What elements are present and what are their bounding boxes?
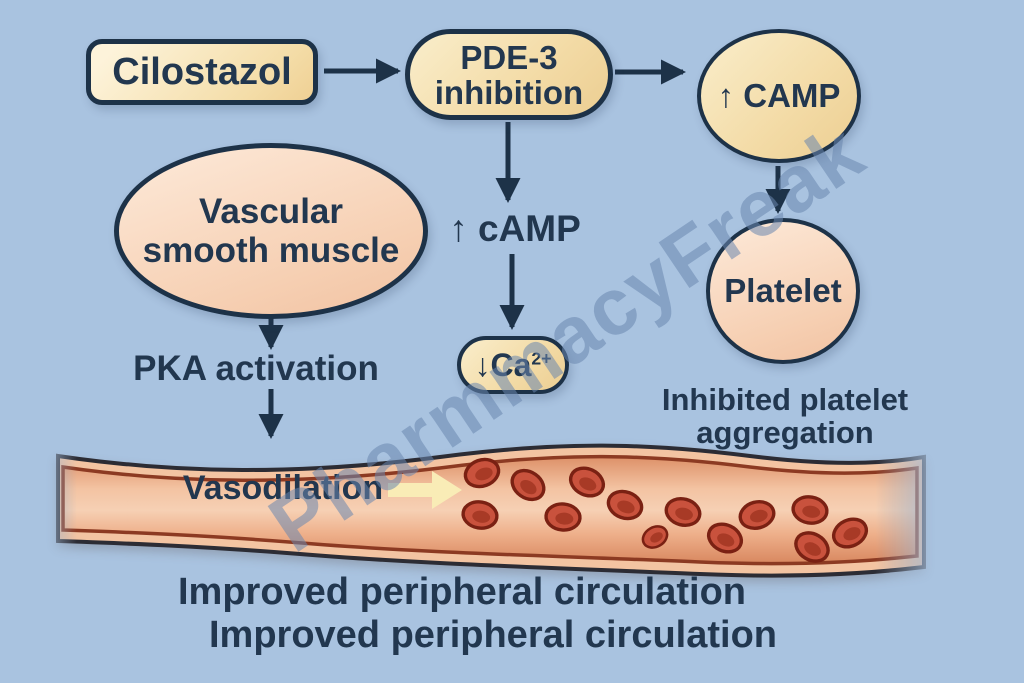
camp-circle-label: ↑ CAMP	[717, 77, 841, 114]
node-pde3-inhibition: PDE-3 inhibition	[405, 29, 613, 120]
red-blood-cell-icon	[606, 489, 644, 521]
inhibited-line1: Inhibited platelet	[661, 382, 909, 417]
node-camp-increase-circle: ↑ CAMP	[697, 29, 861, 163]
red-blood-cell-icon	[794, 531, 830, 563]
label-pka-activation: PKA activation	[133, 349, 379, 388]
red-blood-cell-icon	[706, 522, 744, 554]
node-platelet: Platelet	[706, 218, 860, 364]
label-camp-increase: ↑ cAMP	[449, 208, 581, 249]
block-arrow-right-icon	[388, 471, 462, 509]
pde3-label-line1: PDE-3	[460, 38, 558, 76]
platelet-label: Platelet	[724, 272, 842, 309]
red-blood-cell-icon	[510, 468, 546, 502]
caption-improved-circulation-1: Improved peripheral circulation	[177, 571, 747, 613]
red-blood-cell-icon	[641, 525, 669, 549]
red-blood-cell-icon	[544, 502, 582, 532]
calcium-superscript: 2+	[531, 347, 552, 368]
cilostazol-label: Cilostazol	[112, 50, 292, 93]
vascular-label-line1: Vascular	[199, 192, 343, 231]
red-blood-cell-icon	[738, 499, 776, 531]
inhibited-line2: aggregation	[696, 415, 874, 450]
red-blood-cell-icon	[461, 500, 499, 530]
node-vascular-smooth-muscle: Vascular smooth muscle	[114, 143, 428, 319]
red-blood-cell-icon	[664, 496, 702, 528]
label-inhibited-platelet-aggregation: Inhibited platelet aggregation	[628, 383, 942, 449]
caption-improved-circulation-2: Improved peripheral circulation	[208, 614, 778, 656]
red-blood-cell-icon	[791, 495, 829, 525]
label-vasodilation: Vasodilation	[182, 469, 384, 507]
red-blood-cell-icon	[568, 466, 606, 498]
vascular-label-line2: smooth muscle	[142, 231, 400, 270]
pde3-label-line2: inhibition	[434, 73, 584, 111]
calcium-label: ↓Ca2+	[474, 346, 552, 383]
red-blood-cell-icon	[463, 457, 501, 489]
node-cilostazol: Cilostazol	[86, 39, 318, 105]
node-calcium-decrease: ↓Ca2+	[457, 336, 569, 394]
red-blood-cell-icon	[831, 517, 869, 549]
